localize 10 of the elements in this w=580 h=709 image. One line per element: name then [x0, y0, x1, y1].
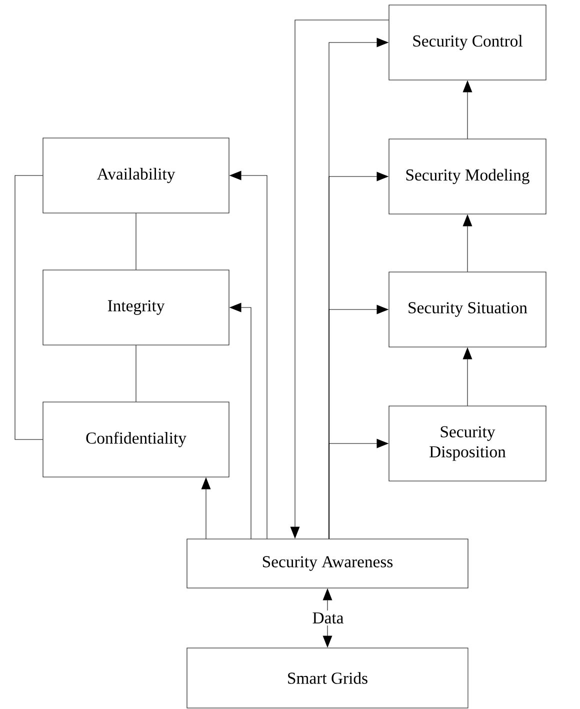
- process-box: Security Disposition: [388, 406, 546, 482]
- edge-label: Data: [310, 610, 346, 626]
- process-box: Smart Grids: [186, 648, 468, 708]
- process-box: Confidentiality: [42, 402, 230, 478]
- process-box: Security Modeling: [388, 138, 546, 214]
- process-box: Integrity: [42, 270, 230, 346]
- process-box: Security Awareness: [186, 538, 468, 588]
- process-box: Security Control: [388, 4, 546, 80]
- process-box: Availability: [42, 138, 230, 214]
- process-box: Security Situation: [388, 272, 546, 348]
